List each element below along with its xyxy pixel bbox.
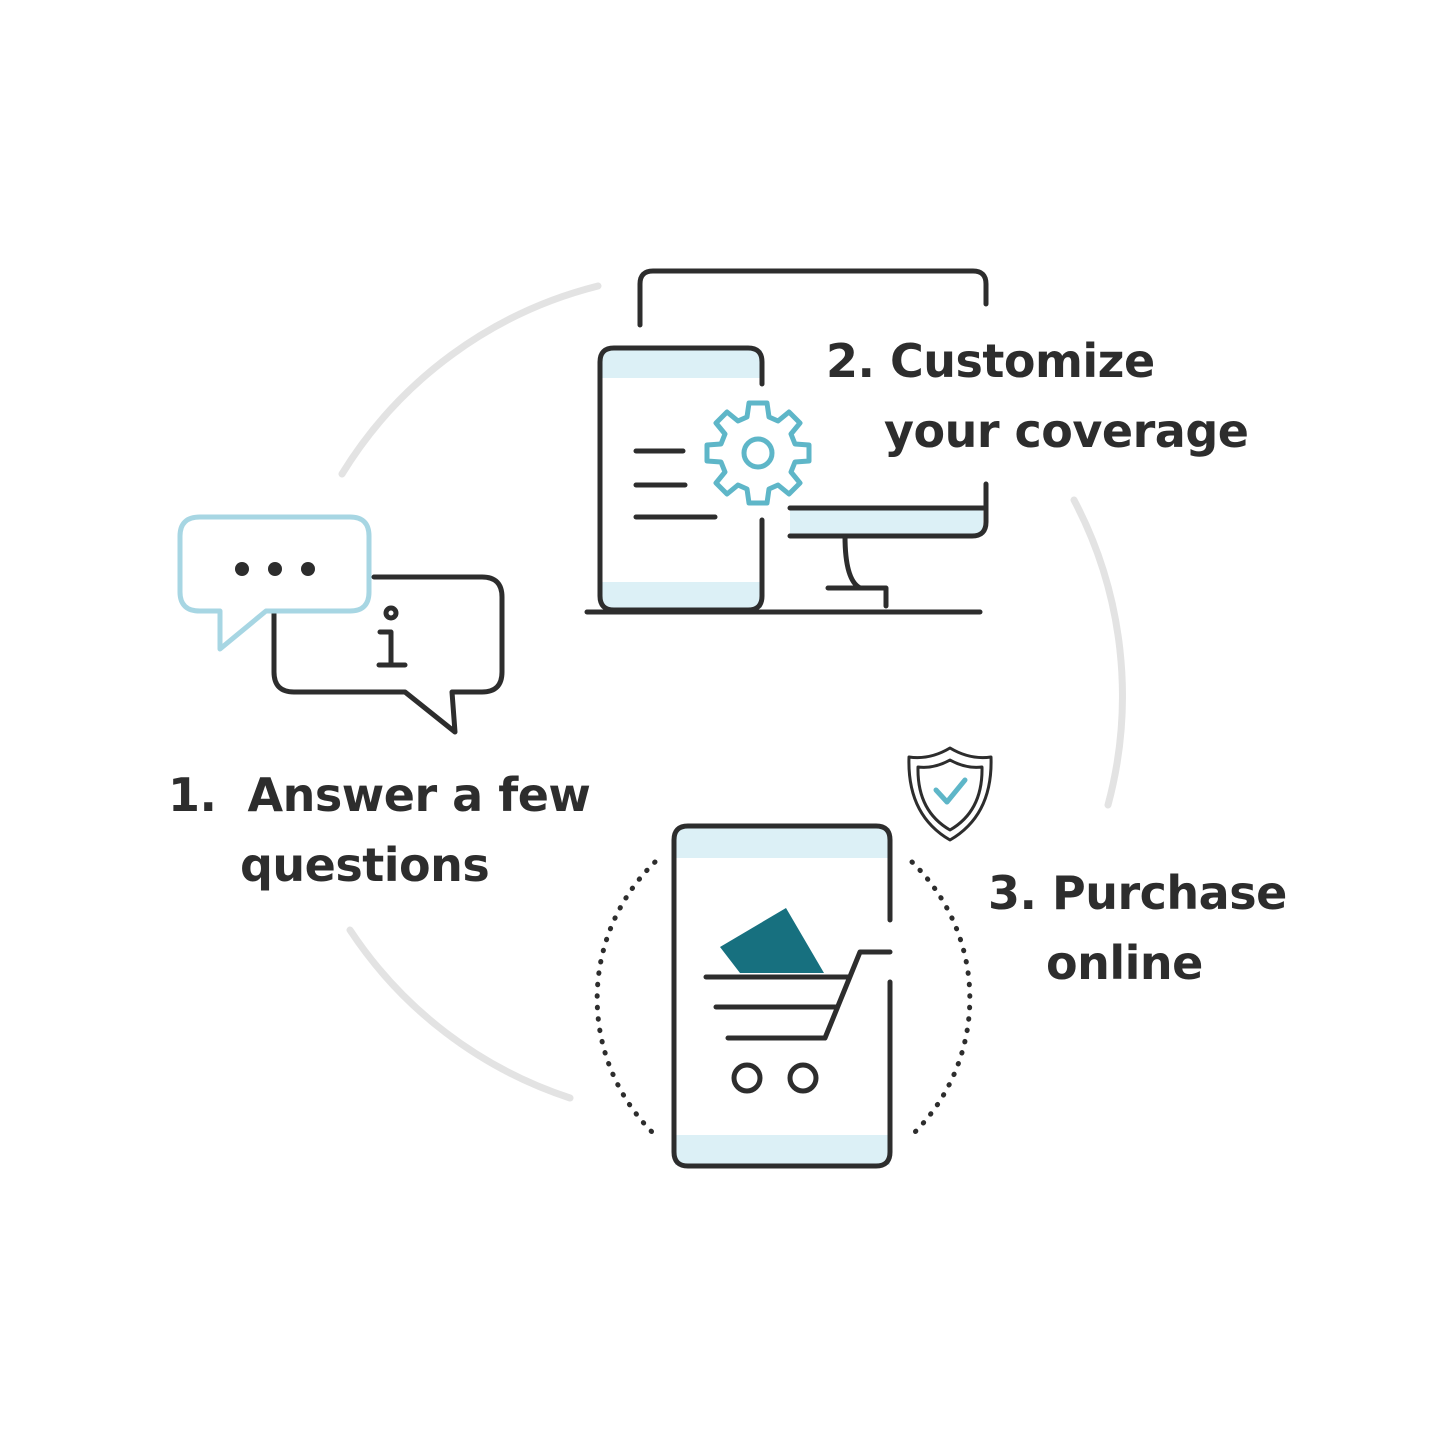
shield-check-icon bbox=[907, 746, 993, 842]
ring-arc-top-left bbox=[338, 282, 602, 478]
monitor-stand bbox=[825, 533, 889, 609]
step-1-title-line2: questions bbox=[240, 838, 490, 892]
step-2-number: 2. bbox=[826, 334, 875, 388]
step-1-number: 1. bbox=[168, 768, 217, 822]
chat-bubble-back bbox=[271, 574, 505, 735]
cycle-ring bbox=[338, 282, 1126, 1102]
monitor-base-fill bbox=[790, 508, 983, 536]
phone-body bbox=[597, 345, 765, 613]
phone-bottom-band bbox=[602, 582, 762, 608]
dotted-circle bbox=[594, 859, 973, 1138]
tablet-top-band bbox=[675, 828, 890, 858]
chat-info-icon bbox=[177, 514, 505, 735]
ellipsis-icon bbox=[235, 562, 315, 576]
step-2-title-line2: your coverage bbox=[884, 404, 1249, 458]
info-icon bbox=[376, 605, 408, 668]
shopping-cart-icon bbox=[703, 949, 893, 1094]
step-3-title-line1: Purchase bbox=[1052, 866, 1287, 920]
gear-icon bbox=[704, 400, 812, 506]
step-1-title-line1: Answer a few bbox=[247, 768, 591, 822]
phone-top-band bbox=[602, 350, 762, 378]
step-3-number: 3. bbox=[988, 866, 1037, 920]
step-3-title-line2: online bbox=[1046, 936, 1203, 990]
step-2-label: 2. Customize your coverage bbox=[826, 326, 1249, 466]
monitor-screen bbox=[637, 268, 989, 328]
step-1-label: 1. Answer a few questions bbox=[168, 760, 591, 900]
monitor-chin bbox=[787, 481, 989, 539]
document-lines bbox=[633, 448, 718, 520]
ring-arc-right bbox=[1070, 496, 1126, 809]
tablet-cart-icon bbox=[594, 746, 993, 1169]
devices-gear-icon bbox=[584, 268, 989, 615]
tablet-body bbox=[671, 823, 893, 1169]
step-2-title-line1: Customize bbox=[890, 334, 1155, 388]
ring-arc-bottom-left bbox=[346, 926, 574, 1102]
cart-item bbox=[720, 908, 824, 973]
tablet-bottom-band bbox=[675, 1135, 890, 1165]
chat-bubble-front bbox=[177, 514, 372, 652]
step-3-label: 3. Purchase online bbox=[988, 858, 1287, 998]
